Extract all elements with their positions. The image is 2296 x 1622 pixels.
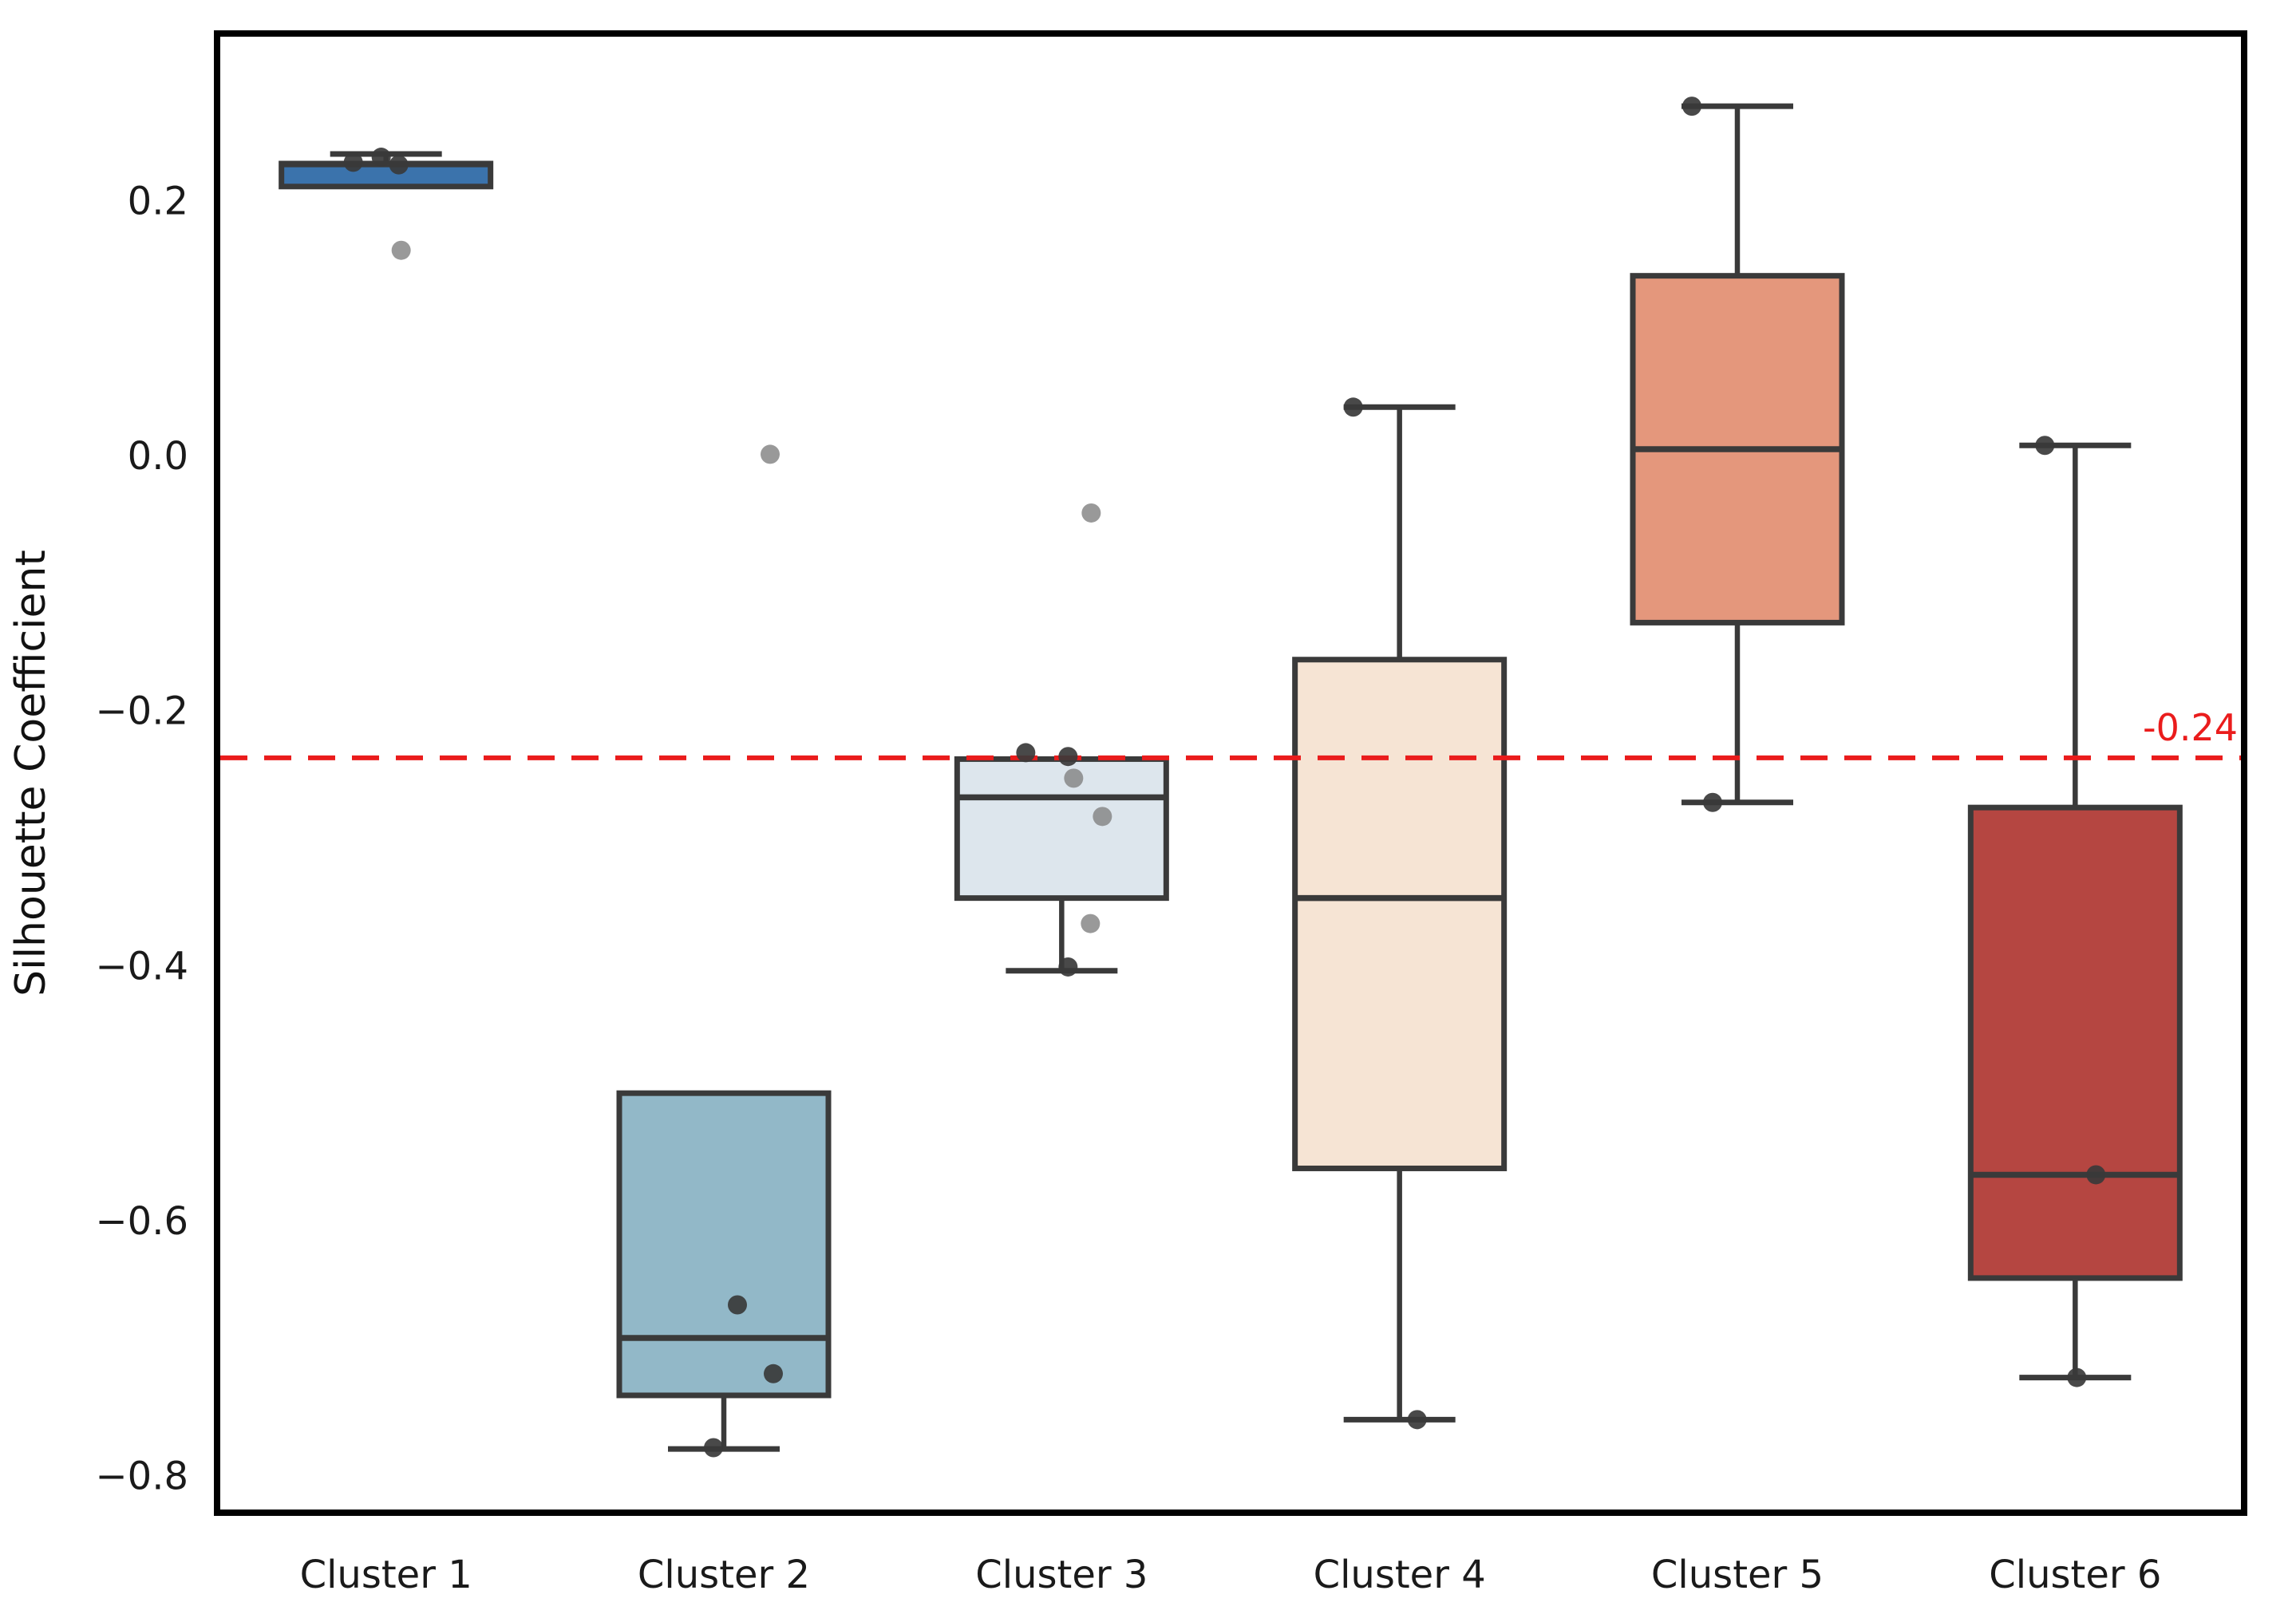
data-point-gray <box>391 240 411 260</box>
data-point-gray <box>761 444 780 464</box>
y-tick-label: −0.2 <box>95 689 188 734</box>
data-point-dark <box>1703 792 1722 812</box>
data-point-dark <box>1407 1410 1427 1430</box>
box-cluster-2 <box>616 1090 832 1452</box>
x-tick-label: Cluster 6 <box>1989 1553 2161 1597</box>
x-tick-label: Cluster 2 <box>638 1553 810 1597</box>
data-point-gray <box>1093 807 1112 827</box>
data-point-dark <box>1016 743 1036 763</box>
data-point-dark <box>371 148 391 168</box>
data-point-dark <box>2086 1165 2106 1185</box>
box-cluster-4 <box>1292 404 1508 1423</box>
data-point-dark <box>389 155 409 175</box>
y-tick-label: −0.8 <box>95 1454 188 1499</box>
box-rect <box>1967 804 2183 1281</box>
box-cluster-3 <box>954 756 1169 974</box>
data-point-gray <box>1081 914 1101 933</box>
y-axis-label: Silhouette Coefficient <box>7 550 55 996</box>
box-cluster-5 <box>1630 103 1845 806</box>
data-point-dark <box>2035 436 2055 456</box>
x-tick-label: Cluster 3 <box>975 1553 1148 1597</box>
axes-border <box>214 30 2247 1516</box>
y-tick-label: 0.2 <box>128 179 188 223</box>
data-point-dark <box>1058 747 1078 767</box>
data-point-gray <box>1064 768 1084 788</box>
x-tick-label: Cluster 1 <box>300 1553 472 1597</box>
data-point-dark <box>728 1295 747 1315</box>
x-tick-label: Cluster 4 <box>1314 1553 1486 1597</box>
y-tick-label: −0.6 <box>95 1199 188 1244</box>
box-rect <box>1292 657 1508 1171</box>
x-tick-label: Cluster 5 <box>1651 1553 1824 1597</box>
data-point-dark <box>764 1364 783 1383</box>
data-point-dark <box>2067 1367 2087 1387</box>
data-point-dark <box>704 1438 723 1458</box>
data-point-dark <box>343 152 363 172</box>
data-point-gray <box>1081 503 1101 523</box>
y-tick-label: 0.0 <box>128 434 188 479</box>
box-rect <box>616 1090 832 1399</box>
data-point-dark <box>1682 97 1701 116</box>
data-point-dark <box>1058 957 1078 977</box>
box-cluster-6 <box>1967 442 2183 1381</box>
box-rect <box>954 756 1169 902</box>
data-point-dark <box>1343 397 1363 417</box>
y-tick-label: −0.4 <box>95 944 188 989</box>
threshold-label: -0.24 <box>2143 706 2238 749</box>
